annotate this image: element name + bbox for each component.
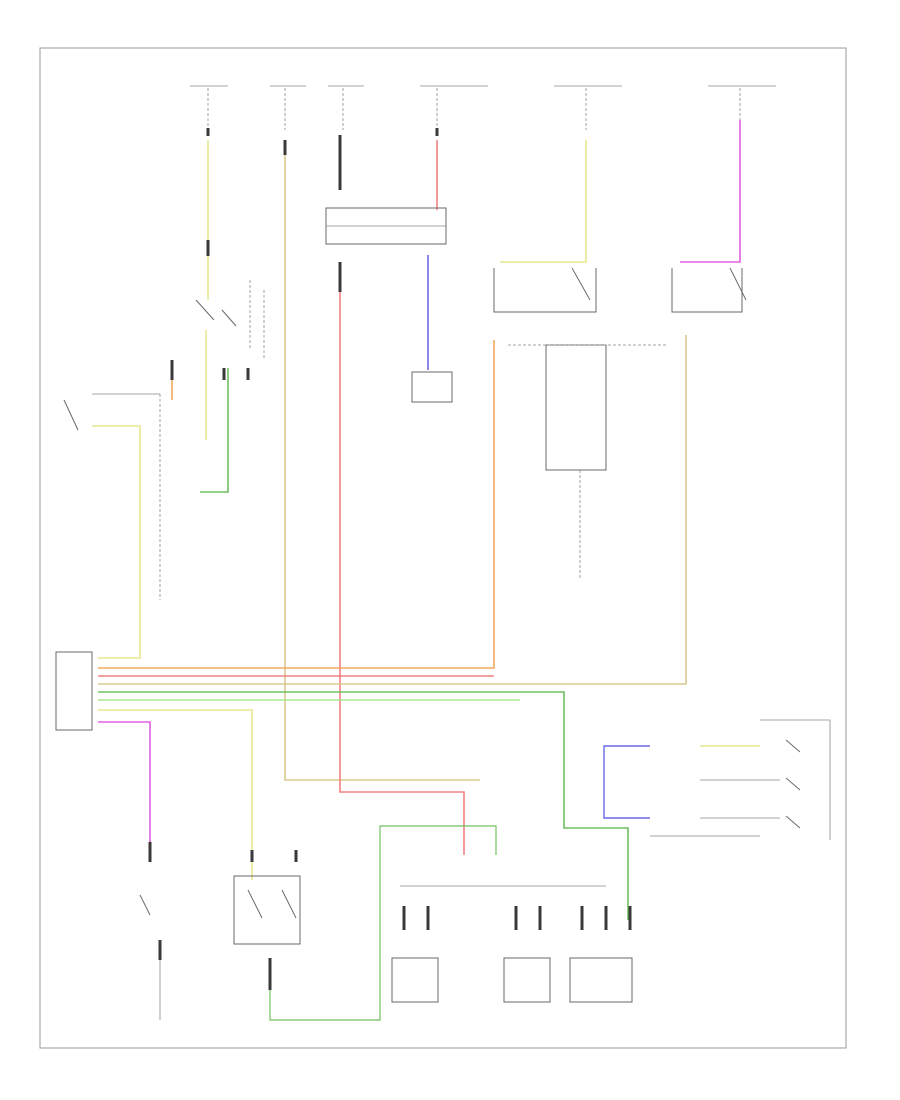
- ac-switch: [195, 280, 265, 360]
- wire-yellow-harness-2: [98, 709, 253, 880]
- wire-yellow-fuse1: [205, 140, 209, 440]
- wire-green-bottom: [269, 825, 497, 1021]
- ignition-switch: [63, 393, 161, 600]
- blower-relay: [325, 207, 447, 245]
- ac-pressure-switch: [139, 894, 161, 1020]
- wire-magenta-harness: [98, 721, 151, 860]
- wire-green-switch: [200, 368, 229, 493]
- wire-tan-fuse2: [284, 155, 480, 781]
- wire-red-fuse3: [339, 280, 465, 855]
- wire-magenta-fuse6: [680, 120, 741, 263]
- radiator-fan-relay: [493, 267, 597, 313]
- wire-yellow-fuse5: [500, 140, 587, 263]
- wire-orange-harness: [98, 340, 495, 669]
- fan-motor-3: [569, 957, 633, 1003]
- control-module: [508, 344, 668, 580]
- blower-switch: [650, 719, 831, 840]
- condenser-fan-relay: [671, 267, 747, 313]
- wire-yellow-harness-1: [92, 425, 141, 659]
- dual-pressure-switch: [233, 875, 301, 945]
- climate-control-unit: [55, 651, 93, 731]
- fan-motor-1: [391, 957, 439, 1003]
- diagram-border: [39, 47, 847, 1049]
- fan-motor-connectors: [402, 906, 632, 930]
- wire-tan-harness: [98, 335, 687, 685]
- wire-green-harness: [98, 691, 629, 920]
- wire-blue-blower-switch: [603, 745, 650, 819]
- fan-motor-2: [503, 957, 551, 1003]
- pcm: [411, 371, 453, 403]
- wire-connectors: [148, 128, 439, 990]
